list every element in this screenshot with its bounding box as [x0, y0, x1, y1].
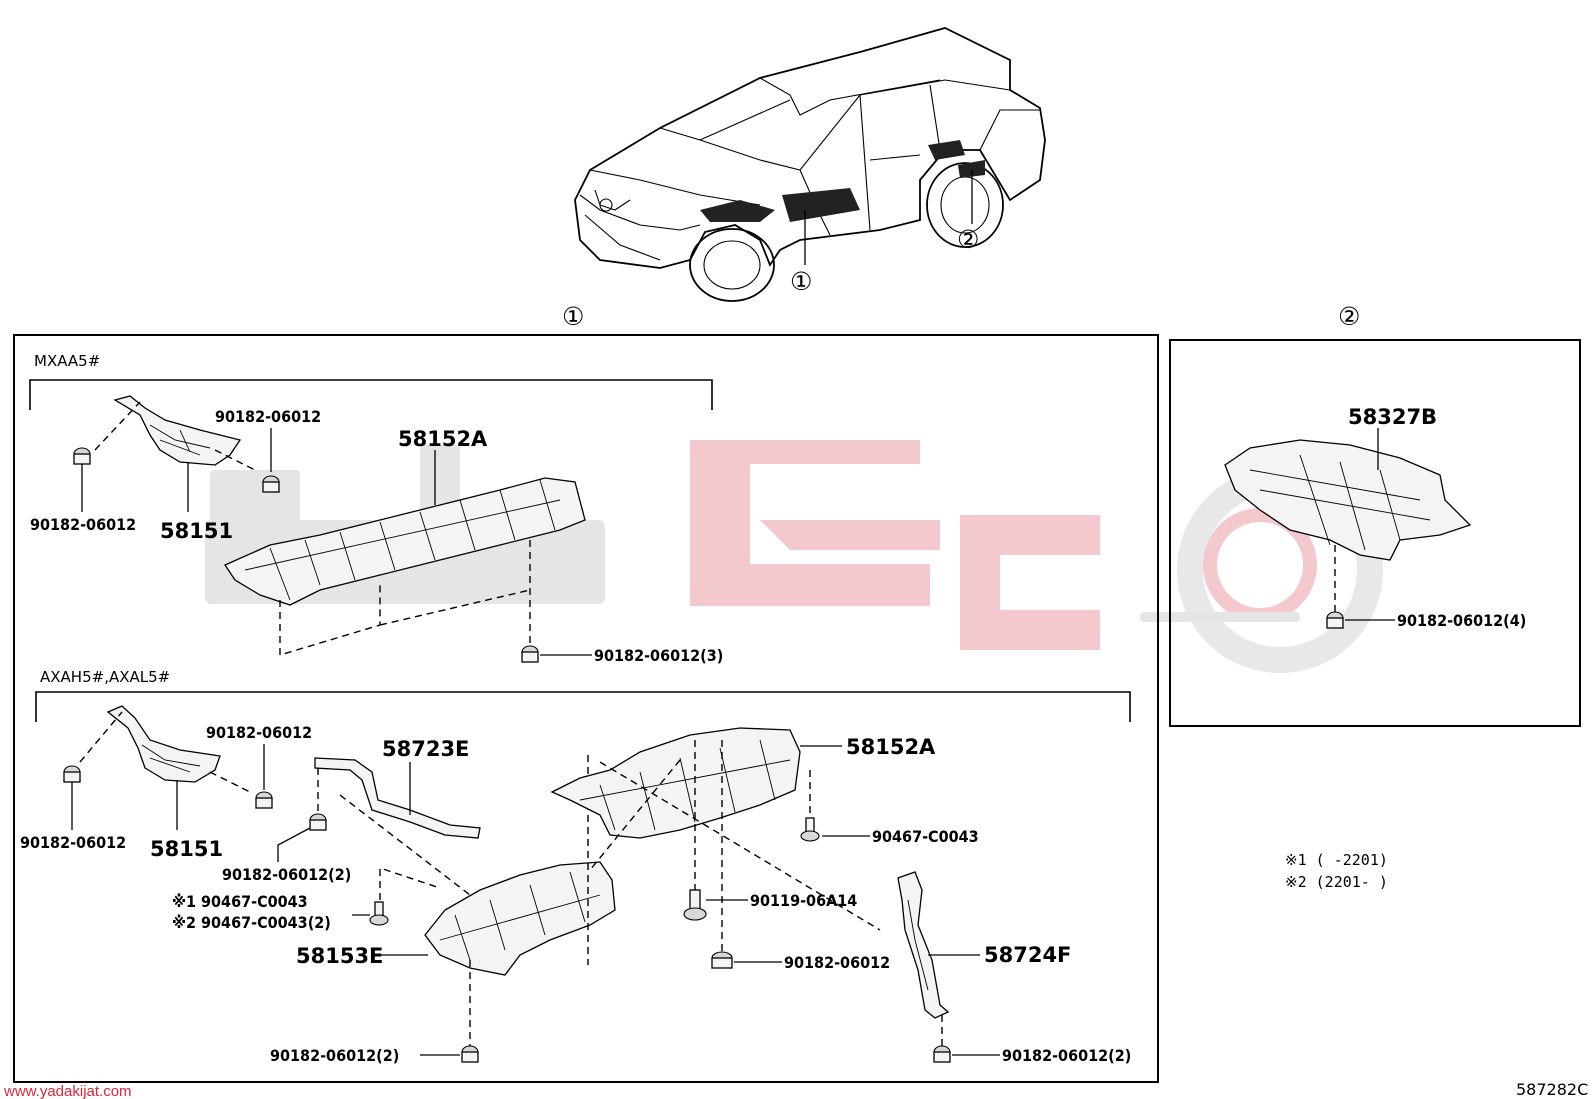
part-58723E: [314, 757, 481, 839]
label-a-58151: 58151: [160, 519, 233, 543]
nut-58153E: [461, 1045, 479, 1063]
nut-58723E: [309, 813, 327, 831]
section-one-frame: [13, 334, 1159, 1083]
bolt-90119: [683, 889, 707, 921]
label-b-58151: 58151: [150, 837, 223, 861]
clip-58152A: [800, 817, 820, 842]
part-58724F: [897, 871, 950, 1019]
section-two-frame: [1169, 339, 1581, 727]
label-58724F: 58724F: [984, 943, 1071, 967]
note-one: ※1 ( -2201): [1285, 851, 1388, 869]
callout-one-heading: ①: [562, 302, 584, 331]
nut-center: [711, 951, 733, 969]
nut-a-bottom: [521, 645, 539, 663]
clip-58153E: [369, 901, 389, 926]
label-a-nut-bottom: 90182-06012(3): [594, 646, 723, 665]
variant-b-bracket: [35, 691, 1131, 722]
label-b-nut-left: 90182-06012: [20, 833, 126, 852]
note-two: ※2 (2201- ): [1285, 873, 1388, 891]
label-58327B: 58327B: [1348, 405, 1437, 429]
label-nut-58724F: 90182-06012(2): [1002, 1046, 1131, 1065]
label-nut-58153E: 90182-06012(2): [270, 1046, 399, 1065]
nut-b-right: [255, 791, 273, 809]
label-note1-clip: ※1 90467-C0043: [172, 892, 308, 911]
label-a-58152A: 58152A: [398, 427, 488, 451]
callout-one-car: ①: [790, 267, 812, 296]
diagram-code: 587282C: [1516, 1080, 1588, 1099]
label-bolt: 90119-06A14: [750, 891, 857, 910]
nut-b-left: [63, 765, 81, 783]
svg-text:②: ②: [957, 225, 979, 254]
nut-a-right: [262, 475, 280, 493]
variant-b-title: AXAH5#,AXAL5#: [40, 668, 170, 686]
part-58152A-b: [550, 727, 801, 839]
watermark-url: www.yadakijat.com: [3, 1083, 132, 1099]
part-58151-a: [113, 395, 242, 466]
variant-a-title: MXAA5#: [34, 352, 100, 370]
label-nut-section-two: 90182-06012(4): [1397, 611, 1526, 630]
nut-a-left: [73, 447, 91, 465]
label-nut-center: 90182-06012: [784, 953, 890, 972]
label-58723E: 58723E: [382, 737, 469, 761]
part-58151-b: [106, 705, 221, 783]
nut-58724F: [933, 1045, 951, 1063]
label-clip-58152A: 90467-C0043: [872, 827, 979, 846]
callout-two-heading: ②: [1338, 302, 1360, 331]
part-58327B: [1224, 439, 1472, 561]
label-a-nut-right: 90182-06012: [215, 407, 321, 426]
part-58152A-a: [224, 477, 586, 606]
label-nut-58723E: 90182-06012(2): [222, 865, 351, 884]
label-58153E: 58153E: [296, 944, 383, 968]
variant-a-bracket: [29, 379, 713, 410]
label-b-nut-right: 90182-06012: [206, 723, 312, 742]
svg-text:①: ①: [790, 267, 812, 296]
label-a-nut-left: 90182-06012: [30, 515, 136, 534]
vehicle-illustration: [574, 27, 1046, 302]
callout-two-car: ②: [957, 225, 979, 254]
part-58153E: [424, 861, 616, 976]
label-b-58152A: 58152A: [846, 735, 936, 759]
nut-section-two: [1326, 611, 1344, 629]
label-note2-clip: ※2 90467-C0043(2): [172, 913, 331, 932]
